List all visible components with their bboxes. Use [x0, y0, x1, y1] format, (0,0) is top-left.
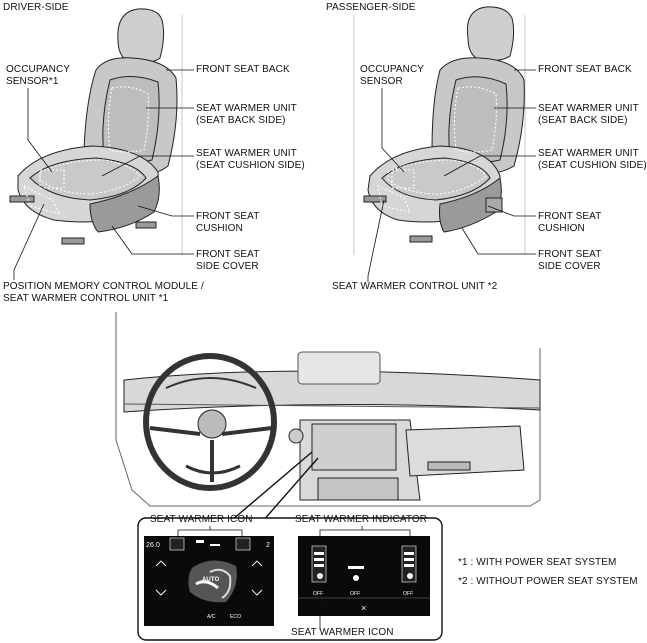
screen-temp: 26.0: [146, 542, 161, 549]
seat-warmer-indicator-label: SEAT WARMER INDICATOR: [295, 514, 428, 525]
driver-front-seat-cushion-label-2: CUSHION: [196, 223, 243, 234]
seat-warmer-icon-bottom-label: SEAT WARMER ICON: [291, 627, 394, 638]
dashboard-illustration: [115, 312, 541, 507]
climate-screen-left: [144, 536, 274, 626]
note-1: *1 : WITH POWER SEAT SYSTEM: [458, 557, 617, 568]
close-icon: ×: [361, 603, 367, 613]
driver-side-cover-label-1: FRONT SEAT: [196, 249, 260, 260]
driver-seat: [9, 8, 178, 245]
driver-occupancy-sensor-label-2: SENSOR*1: [6, 76, 59, 87]
passenger-seat: [363, 6, 525, 243]
driver-warmer-back-label-1: SEAT WARMER UNIT: [196, 103, 297, 114]
passenger-warmer-back-label-1: SEAT WARMER UNIT: [538, 103, 639, 114]
screen-off-middle: OFF: [350, 591, 361, 597]
passenger-control-unit-label: SEAT WARMER CONTROL UNIT *2: [332, 281, 498, 292]
driver-front-seat-cushion-label-1: FRONT SEAT: [196, 211, 260, 222]
screen-off-right: OFF: [403, 591, 414, 597]
driver-occupancy-sensor-label-1: OCCUPANCY: [6, 64, 71, 75]
driver-front-seat-back-label: FRONT SEAT BACK: [196, 64, 290, 75]
passenger-front-seat-cushion-label-2: CUSHION: [538, 223, 585, 234]
screen-auto: AUTO: [202, 577, 220, 583]
seat-warmer-icon-top-label: SEAT WARMER ICON: [150, 514, 253, 525]
passenger-warmer-back-label-2: (SEAT BACK SIDE): [538, 115, 628, 126]
driver-control-module-label-1: POSITION MEMORY CONTROL MODULE /: [3, 281, 204, 292]
driver-warmer-cushion-label-2: (SEAT CUSHION SIDE): [196, 160, 305, 171]
passenger-front-seat-back-label: FRONT SEAT BACK: [538, 64, 632, 75]
driver-warmer-cushion-label-1: SEAT WARMER UNIT: [196, 148, 297, 159]
screen-eco: ECO: [230, 614, 242, 620]
screen-fan-level: 2: [266, 542, 270, 549]
driver-side-cover-label-2: SIDE COVER: [196, 261, 259, 272]
driver-side-heading: DRIVER-SIDE: [3, 2, 69, 13]
screen-off-left: OFF: [313, 591, 324, 597]
driver-warmer-back-label-2: (SEAT BACK SIDE): [196, 115, 286, 126]
passenger-occupancy-sensor-label-2: SENSOR: [360, 76, 403, 87]
passenger-occupancy-sensor-label-1: OCCUPANCY: [360, 64, 425, 75]
screen-ac: A/C: [207, 614, 216, 620]
passenger-side-cover-label-1: FRONT SEAT: [538, 249, 602, 260]
passenger-warmer-cushion-label-1: SEAT WARMER UNIT: [538, 148, 639, 159]
passenger-side-cover-label-2: SIDE COVER: [538, 261, 601, 272]
passenger-side-heading: PASSENGER-SIDE: [326, 2, 416, 13]
driver-control-module-label-2: SEAT WARMER CONTROL UNIT *1: [3, 293, 169, 304]
passenger-front-seat-cushion-label-1: FRONT SEAT: [538, 211, 602, 222]
passenger-warmer-cushion-label-2: (SEAT CUSHION SIDE): [538, 160, 647, 171]
note-2: *2 : WITHOUT POWER SEAT SYSTEM: [458, 576, 638, 587]
